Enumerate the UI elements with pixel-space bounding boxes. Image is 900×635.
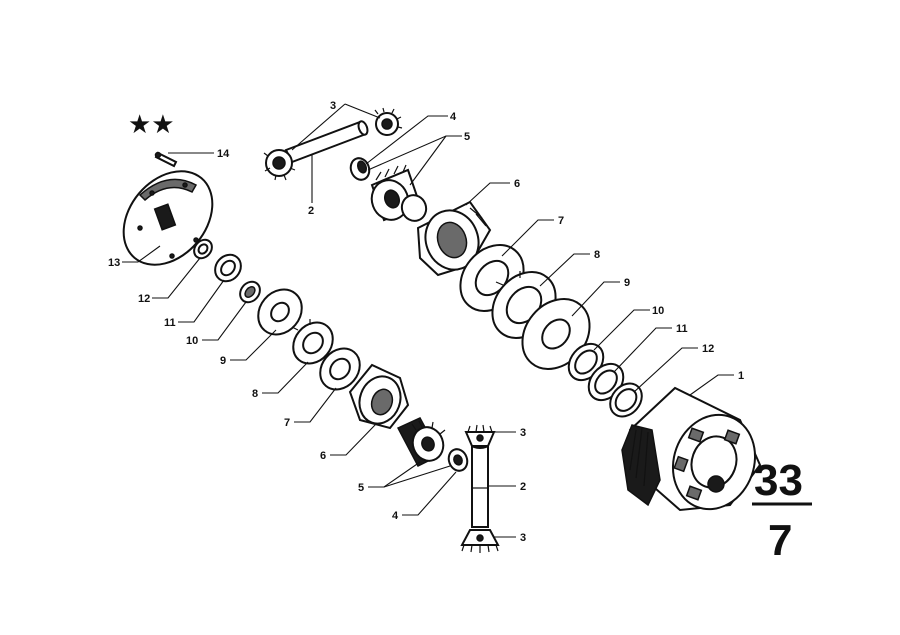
lower-washer-12[interactable]	[190, 236, 215, 262]
callout-upper-4: 4	[450, 111, 457, 123]
callout-lower-11: 11	[164, 317, 176, 329]
callout-lower-8: 8	[252, 388, 258, 400]
callout-lower-3a: 3	[520, 427, 526, 439]
callout-upper-12: 12	[702, 343, 714, 355]
callout-upper-11: 11	[676, 323, 688, 335]
callout-upper-10: 10	[652, 305, 664, 317]
lower-plate[interactable]	[249, 281, 310, 343]
lower-thrust-washer[interactable]	[446, 447, 470, 474]
upper-bevel-gear-right[interactable]	[374, 107, 403, 136]
lower-side-gear[interactable]	[396, 417, 448, 467]
callout-lower-10: 10	[186, 335, 198, 347]
upper-plate[interactable]	[509, 286, 604, 383]
upper-pin[interactable]	[284, 120, 369, 164]
callout-upper-2: 2	[308, 205, 314, 217]
callout-lower-14: 14	[217, 148, 230, 160]
group-number-sub: 7	[768, 516, 792, 565]
lower-pin[interactable]	[471, 441, 489, 528]
upper-side-gear[interactable]	[366, 164, 429, 225]
lower-washer-11[interactable]	[210, 250, 246, 287]
callout-upper-3: 3	[330, 100, 336, 112]
callout-upper-1: 1	[738, 370, 744, 382]
callout-lower-7: 7	[284, 417, 290, 429]
upper-bevel-gear-left[interactable]	[263, 149, 296, 181]
lower-bevel-gear-top[interactable]	[464, 424, 496, 447]
callout-lower-6: 6	[320, 450, 326, 462]
callout-upper-6: 6	[514, 178, 520, 190]
callout-upper-8: 8	[594, 249, 600, 261]
callout-upper-5: 5	[464, 131, 470, 143]
leader-lines	[122, 103, 734, 538]
retaining-clip[interactable]	[154, 151, 178, 168]
callout-upper-9: 9	[624, 277, 630, 289]
callout-lower-12: 12	[138, 293, 150, 305]
callout-lower-3b: 3	[520, 532, 526, 544]
group-number-main: 33	[754, 456, 803, 505]
lower-bevel-gear-bottom[interactable]	[460, 529, 500, 553]
callout-lower-5: 5	[358, 482, 364, 494]
callout-lower-13: 13	[108, 257, 120, 269]
lower-friction-disc[interactable]	[312, 341, 368, 398]
callout-lower-9: 9	[220, 355, 226, 367]
lower-washer-10[interactable]	[236, 278, 264, 306]
marker-stars: ★★	[128, 110, 175, 140]
group-number: 33 7	[752, 456, 812, 565]
differential-housing[interactable]	[621, 386, 768, 521]
lower-differential-cover[interactable]	[348, 363, 410, 430]
callout-lower-2: 2	[520, 481, 526, 493]
upper-thrust-washer[interactable]	[348, 156, 372, 183]
callout-upper-7: 7	[558, 215, 564, 227]
lower-cover-plate[interactable]	[105, 154, 230, 283]
callout-lower-4: 4	[392, 510, 399, 522]
